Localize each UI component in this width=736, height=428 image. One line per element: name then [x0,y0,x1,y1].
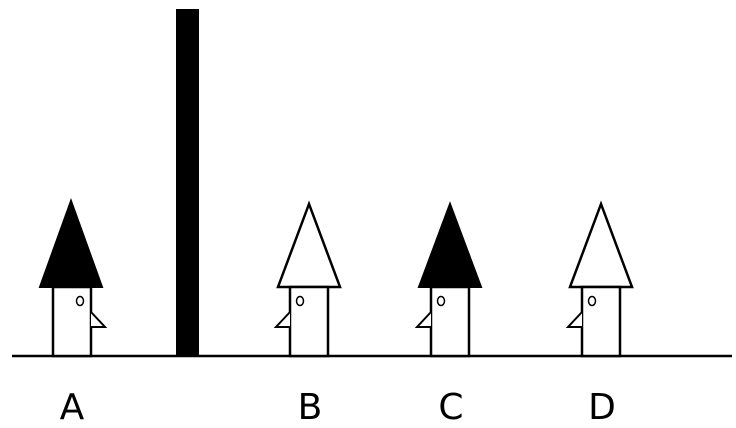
eye-d [587,295,597,307]
eye-b [295,295,305,307]
label-d: D [588,387,616,428]
nose-d [565,311,583,328]
label-a: A [59,387,85,428]
figure-b [273,200,342,358]
hat-d [568,200,634,289]
nose-a [90,311,108,328]
label-c: C [438,387,464,428]
figure-d [565,200,634,358]
hat-b [276,200,342,289]
label-b: B [297,387,323,428]
figure-a [38,198,108,358]
nose-c [414,311,432,328]
body-a [51,285,93,358]
figure-c [414,201,483,358]
body-d [580,285,622,358]
hat-c [417,201,483,288]
nose-b [273,311,291,328]
hat-a [38,198,104,288]
eye-c [436,295,446,307]
wall [176,9,199,356]
body-c [429,285,471,358]
body-b [288,285,330,358]
eye-a [75,295,85,307]
